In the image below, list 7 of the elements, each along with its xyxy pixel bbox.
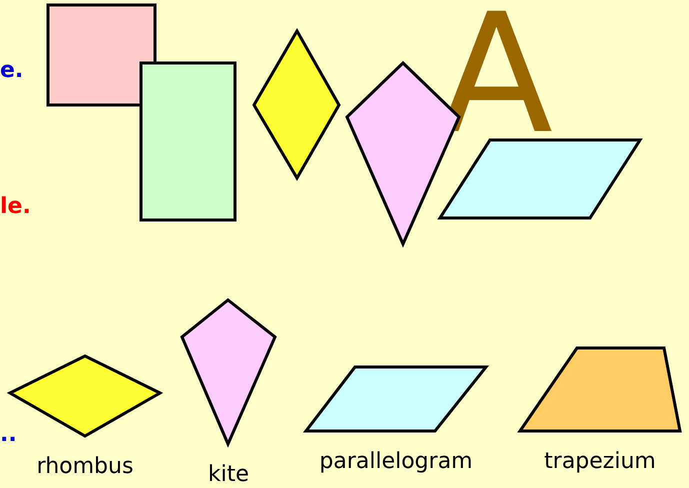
shape-name: kite	[208, 462, 249, 487]
text-fragment: e.	[0, 60, 24, 82]
shape-name: trapezium	[544, 449, 656, 474]
shape-name: parallelogram	[319, 449, 473, 474]
text-fragment: le.	[0, 196, 31, 218]
text-fragment: ..	[0, 424, 17, 446]
shape-name: rhombus	[36, 454, 134, 479]
